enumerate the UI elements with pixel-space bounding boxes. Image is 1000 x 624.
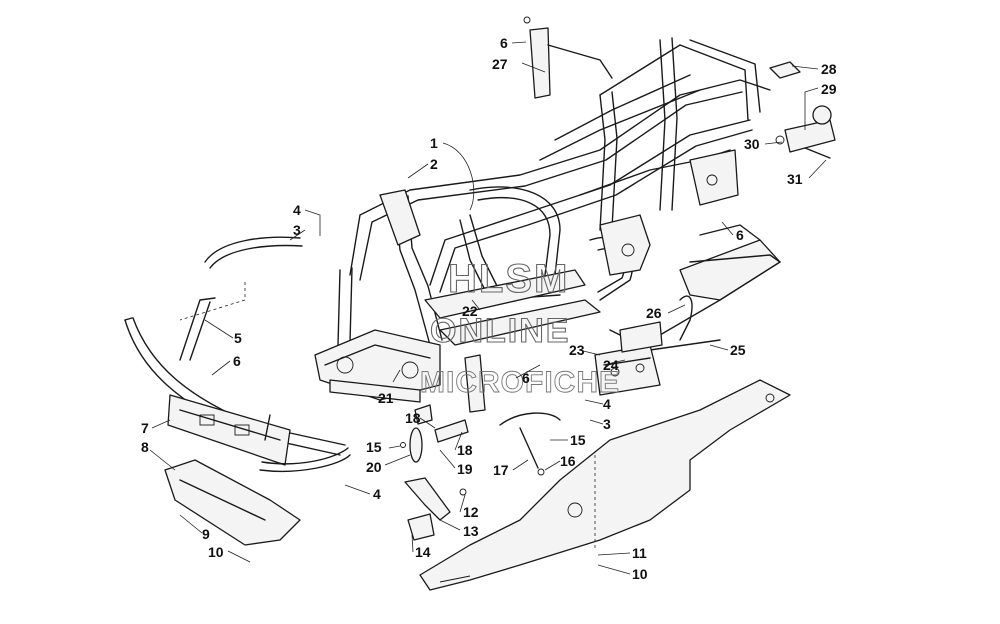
callout-30: 30 — [744, 136, 760, 152]
callout-22: 22 — [462, 303, 478, 319]
callout-20: 20 — [366, 459, 382, 475]
callout-10: 10 — [208, 544, 224, 560]
callout-23: 23 — [569, 342, 585, 358]
watermark-line3: MICROFICHE — [420, 366, 620, 399]
callout-18: 18 — [457, 442, 473, 458]
callout-6: 6 — [233, 353, 241, 369]
callout-12: 12 — [463, 504, 479, 520]
callout-15: 15 — [366, 439, 382, 455]
watermark-line2: ONLINE — [430, 312, 570, 350]
callout-26: 26 — [646, 305, 662, 321]
callout-13: 13 — [463, 523, 479, 539]
callout-31: 31 — [787, 171, 803, 187]
callout-2: 2 — [430, 156, 438, 172]
callout-18: 18 — [405, 410, 421, 426]
callout-25: 25 — [730, 342, 746, 358]
footrest-rail — [424, 269, 601, 413]
bumper-brackets — [179, 236, 561, 426]
callout-3: 3 — [603, 416, 611, 432]
callout-21: 21 — [378, 390, 394, 406]
callout-14: 14 — [415, 544, 431, 560]
callout-16: 16 — [560, 453, 576, 469]
grab-bar-27 — [523, 16, 613, 99]
callout-7: 7 — [141, 420, 149, 436]
belly-skid-plate — [419, 379, 791, 591]
callout-29: 29 — [821, 81, 837, 97]
front-skid-plate — [164, 459, 301, 546]
watermark: HLSM ONLINE MICROFICHE — [420, 256, 620, 399]
callout-10: 10 — [632, 566, 648, 582]
callouts: 6 27 28 29 30 31 1 2 4 3 6 22 26 25 5 6 … — [141, 35, 837, 582]
callout-27: 27 — [492, 56, 508, 72]
watermark-line1: HLSM — [448, 257, 569, 301]
callout-17: 17 — [493, 462, 509, 478]
small-parts — [400, 419, 545, 541]
front-suspension-mount — [314, 329, 441, 403]
rack-support-26 — [679, 295, 693, 341]
front-bumper — [124, 317, 351, 473]
callout-3: 3 — [293, 222, 301, 238]
locator-line — [179, 282, 246, 321]
callout-5: 5 — [234, 330, 242, 346]
callout-1: 1 — [430, 135, 438, 151]
callout-19: 19 — [457, 461, 473, 477]
callout-6: 6 — [522, 370, 530, 386]
callout-4: 4 — [603, 396, 611, 412]
callout-6: 6 — [500, 35, 508, 51]
callout-24: 24 — [603, 357, 619, 373]
main-frame — [337, 37, 771, 371]
leader-lines — [149, 41, 827, 575]
callout-8: 8 — [141, 439, 149, 455]
callout-9: 9 — [202, 526, 210, 542]
callout-28: 28 — [821, 61, 837, 77]
callout-4: 4 — [293, 202, 301, 218]
callout-4: 4 — [373, 486, 381, 502]
callout-15: 15 — [570, 432, 586, 448]
rear-rack — [594, 224, 781, 396]
callout-6: 6 — [736, 227, 744, 243]
callout-11: 11 — [632, 545, 647, 561]
